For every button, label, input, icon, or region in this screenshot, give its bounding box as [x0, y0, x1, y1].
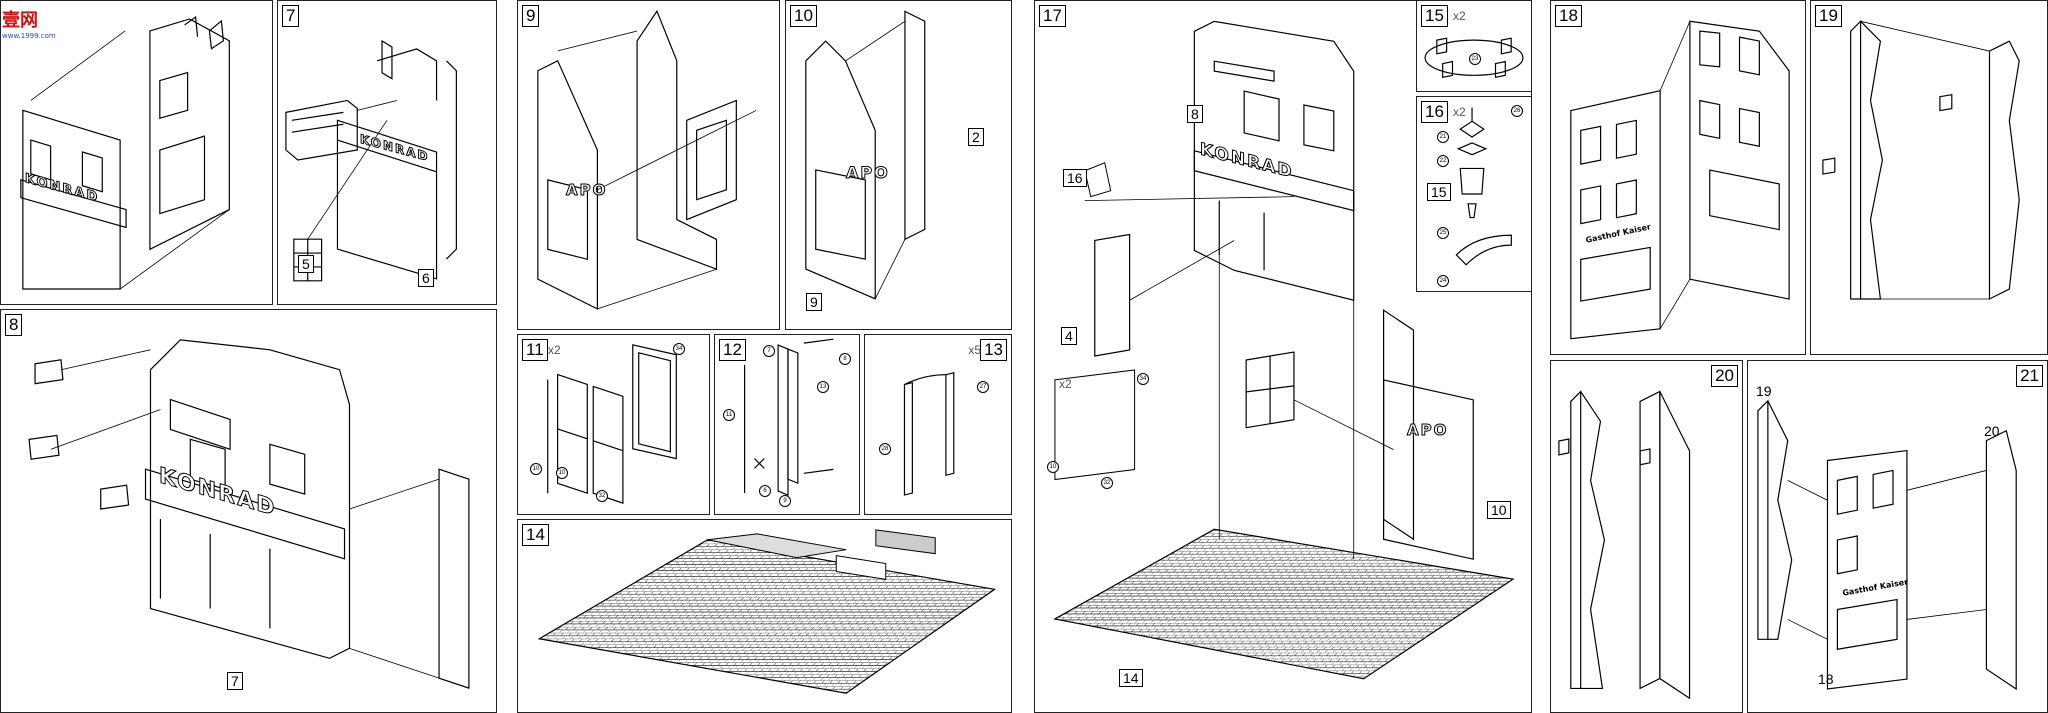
part-number-badge: 24: [1437, 275, 1449, 287]
part-number-badge: 9: [779, 495, 791, 507]
callout-part-7: 7: [227, 672, 243, 690]
quantity-label: x2: [548, 343, 561, 357]
building-front-assembly-drawing: [28, 339, 470, 689]
part-number-badge: 34: [673, 343, 685, 355]
inset-quantity-label: x2: [1059, 377, 1072, 391]
apo-sign: APO: [1406, 421, 1449, 440]
lantern-frame-rotation-drawing: [1424, 37, 1524, 79]
window-frame-assembly-drawing: [547, 344, 677, 504]
step-number: 11: [522, 339, 548, 361]
callout-part-15: 15: [1427, 183, 1451, 201]
part-number-badge: 10: [1047, 461, 1059, 473]
panel-step-15: 15 x2 23: [1416, 0, 1532, 92]
window-sign-assembly-drawing: [285, 39, 457, 282]
callout-part-8: 8: [1187, 105, 1203, 123]
panel-step-20: 20: [1550, 360, 1743, 713]
step-number: 12: [719, 339, 746, 361]
step-number: 15: [1421, 5, 1448, 27]
part-number-badge: 7: [763, 345, 775, 357]
part-number-badge: 28: [879, 443, 891, 455]
panel-step-18: 18 Gasthof Kaiser: [1550, 0, 1806, 355]
watermark-logo: 壹网 www.1999.com: [2, 6, 72, 42]
part-number-badge: 6: [759, 485, 771, 497]
step-number: 14: [522, 524, 549, 546]
panel-step-12: 12 7 8 13 11 9 6: [714, 334, 860, 515]
part-number-badge: 21: [1437, 131, 1449, 143]
part-number-badge: 32: [1101, 477, 1113, 489]
drainpipe-assembly-drawing: [903, 371, 955, 496]
panel-step-19: 19: [1810, 0, 2048, 355]
side-walls-drawing: [1558, 390, 1691, 700]
callout-part-6: 6: [418, 269, 434, 287]
step-number: 16: [1421, 101, 1448, 123]
part-number-badge: 23: [1469, 53, 1481, 65]
gasthof-building-drawing: [1570, 20, 1790, 340]
part-number-badge: 25: [1437, 227, 1449, 239]
final-corner-assembly-drawing: [1757, 399, 2017, 691]
callout-part-9: 9: [806, 293, 822, 311]
callout-part-16: 16: [1063, 169, 1087, 187]
part-number-badge: 34: [1137, 373, 1149, 385]
step-number: 20: [1711, 365, 1738, 387]
step-number: 13: [980, 339, 1007, 361]
panel-step-16: 16 x2 26 21 22 25 24 15: [1416, 96, 1532, 292]
apo-sign: APO: [846, 163, 890, 183]
panel-step-9: 9 APO: [517, 0, 780, 330]
panel-step-11: 11 x2 34 10 10 32: [517, 334, 710, 515]
panel-step-8: 8 KONRAD 7: [0, 309, 497, 713]
part-number-badge: 11: [723, 409, 735, 421]
callout-part-14: 14: [1119, 669, 1143, 687]
facade-assembly-drawing: [20, 15, 230, 290]
callout-part-2: 2: [968, 128, 984, 146]
step-number: 8: [5, 314, 23, 336]
part-number-badge: 10: [530, 463, 542, 475]
apo-sign: APO: [565, 181, 608, 200]
part-number-badge: 8: [839, 353, 851, 365]
quantity-label: x2: [1453, 105, 1466, 119]
part-number-badge: 22: [1437, 155, 1449, 167]
step-number: 18: [1555, 5, 1582, 27]
part-number-badge: 13: [817, 381, 829, 393]
part-number-badge: 26: [1511, 105, 1523, 117]
watermark-logo-text: 壹网: [2, 10, 38, 31]
step-number: 7: [282, 5, 300, 27]
apo-wall-assembly-drawing: [537, 9, 757, 310]
callout-part-18: 18: [1818, 671, 1834, 687]
step-number: 21: [2016, 365, 2043, 387]
callout-part-20: 20: [1984, 423, 2000, 439]
step-number: 10: [790, 5, 817, 27]
panel-step-6: KONRAD: [0, 0, 273, 305]
panel-step-17: 17 KONRAD APO 8 16 4 14 10 x2 34: [1034, 0, 1532, 713]
quantity-label: x2: [1453, 9, 1466, 23]
panel-step-10: 10 APO 2 9: [785, 0, 1012, 330]
part-number-badge: 10: [556, 467, 568, 479]
callout-part-10: 10: [1487, 501, 1511, 519]
panel-step-14: 14: [517, 519, 1012, 713]
callout-part-19: 19: [1756, 383, 1772, 399]
step-number: 9: [522, 5, 540, 27]
final-building-assembly-drawing: [1053, 20, 1515, 680]
callout-part-4: 4: [1061, 327, 1077, 345]
side-wall-assembly-drawing: [805, 10, 926, 300]
rear-wall-drawing: [1822, 19, 2020, 300]
panel-step-13: 13 x5 27 28: [864, 334, 1012, 515]
callout-part-5: 5: [298, 255, 314, 273]
lantern-assembly-drawing: [1455, 107, 1512, 266]
door-assembly-drawing: [743, 338, 834, 496]
part-number-badge: 27: [977, 381, 989, 393]
quantity-label: x5: [968, 343, 981, 357]
watermark-url: www.1999.com: [2, 32, 56, 40]
part-number-badge: 32: [596, 490, 608, 502]
step-number: 19: [1815, 5, 1842, 27]
step-number: 17: [1039, 5, 1066, 27]
panel-step-21: 21 Gasthof Kaiser 19 20 18: [1747, 360, 2048, 713]
cobblestone-base-drawing: [537, 529, 997, 694]
panel-step-7: 7 KONRAD 5 6: [277, 0, 497, 305]
